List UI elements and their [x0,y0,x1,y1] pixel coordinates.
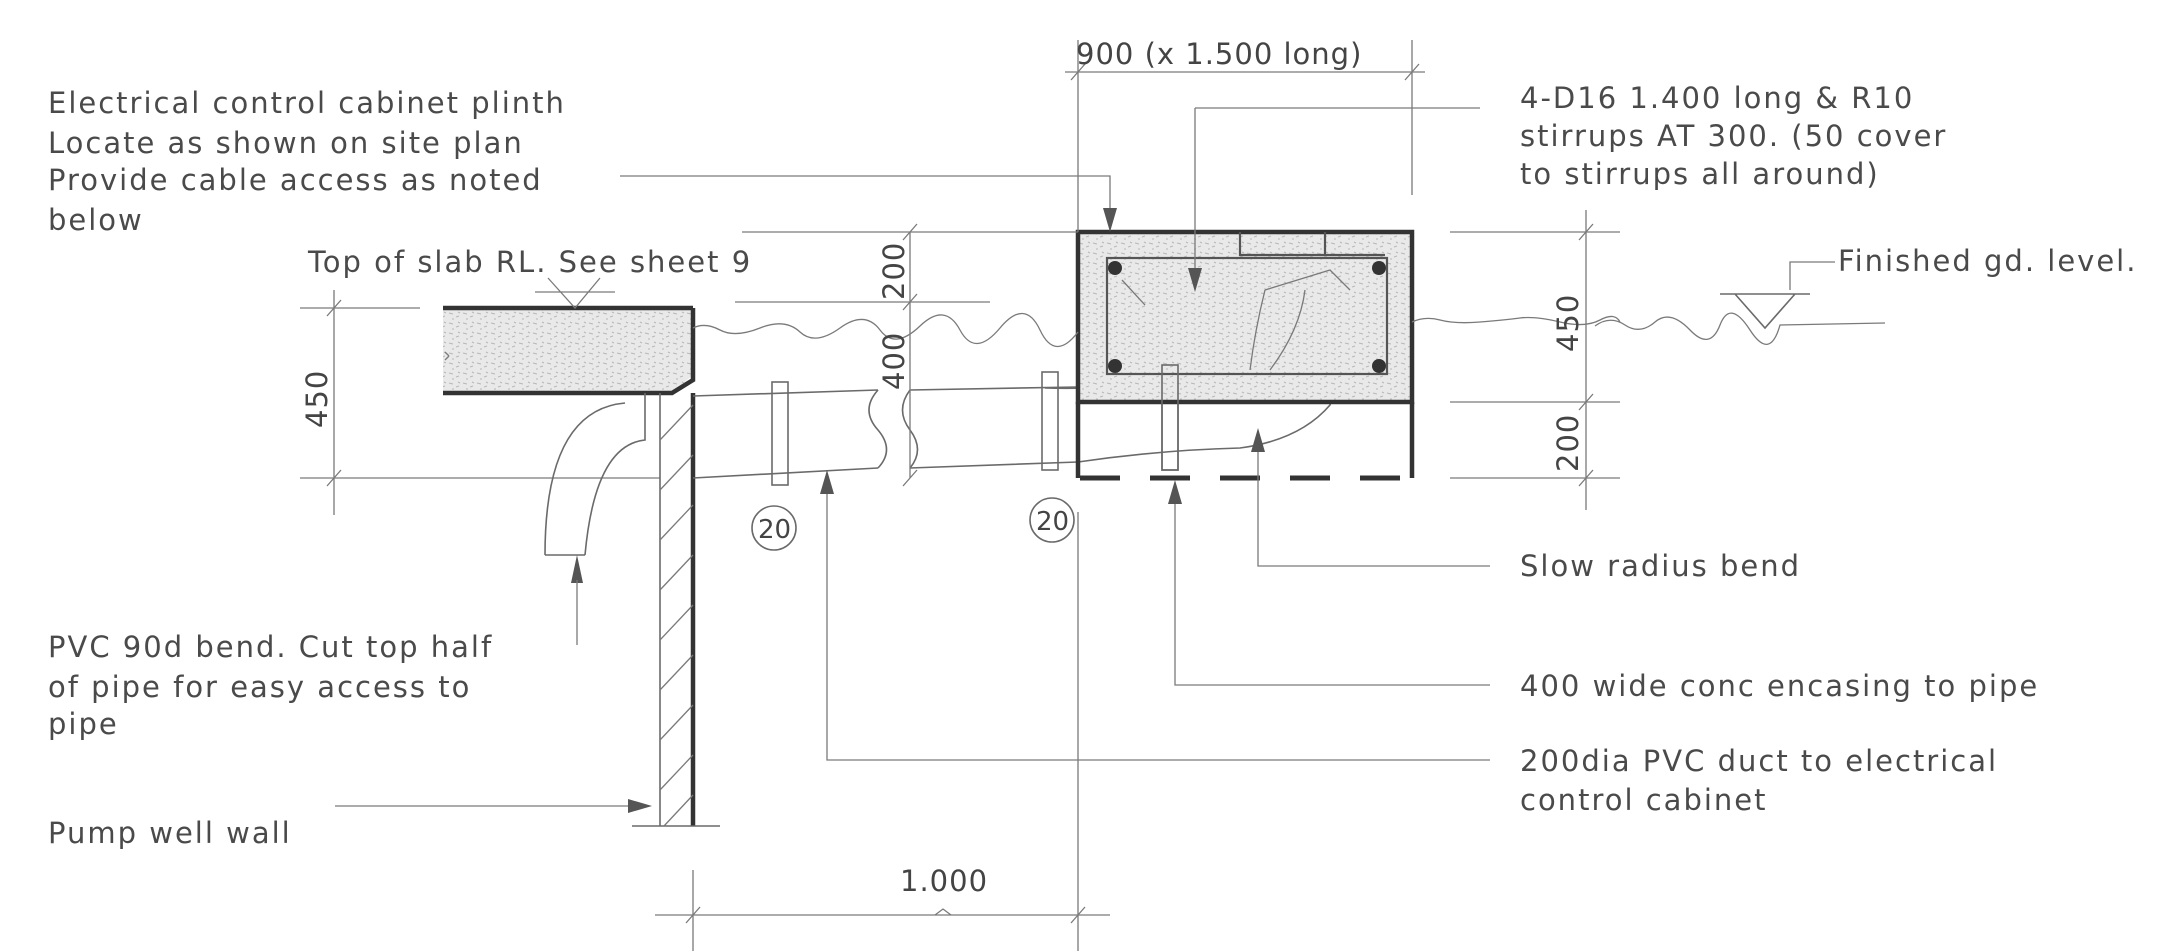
slab-thickness-dimension [300,290,660,515]
conc-encasing-leader [1168,480,1490,686]
conc-encasing-note: 400 wide conc encasing to pipe [1520,669,2039,703]
note-line: control cabinet [1520,783,1768,817]
plinth-top-label: 200 [877,242,911,300]
finished-ground-symbol [1720,261,1835,330]
plinth-height-dimension [1450,210,1620,510]
callout-left: 20 [751,505,797,551]
top-of-slab-note: Top of slab RL. See sheet 9 [307,245,752,279]
callout-right-label: 20 [1036,507,1069,537]
cabinet-plinth [1075,229,1415,481]
callout-right: 20 [1029,497,1075,543]
note-line: pipe [48,707,119,741]
pvc-duct-leader [820,470,1490,761]
slab-thickness-label: 450 [300,370,334,428]
plinth-bottom-label: 200 [1551,414,1585,472]
cabinet-plinth-note: Electrical control cabinet plinth Locate… [48,86,566,237]
note-line: 4-D16 1.400 long & R10 [1520,81,1914,115]
note-line: Electrical control cabinet plinth [48,86,566,120]
note-line: Provide cable access as noted [48,163,543,197]
pvc-bend-note: PVC 90d bend. Cut top half of pipe for e… [48,630,493,741]
callout-left-label: 20 [758,515,791,545]
span-dimension [655,512,1110,951]
finished-ground-note: Finished gd. level. [1838,244,2137,278]
note-line: stirrups AT 300. (50 cover [1520,119,1947,153]
span-label: 1.000 [900,864,988,898]
ground-line [692,312,1886,348]
plinth-leader [620,175,1117,232]
plinth-width-label: 900 (x 1.500 long) [1076,37,1362,71]
top-slab [443,305,696,396]
note-line: PVC 90d bend. Cut top half [48,630,493,664]
plinth-width-dimension [1065,40,1425,232]
slow-radius-bend-leader [1251,428,1490,567]
pvc-duct-note: 200dia PVC duct to electrical control ca… [1520,744,1998,817]
pump-well-wall-note: Pump well wall [48,816,292,850]
pump-well-wall [632,393,720,827]
note-line: 200dia PVC duct to electrical [1520,744,1998,778]
slow-radius-bend-note: Slow radius bend [1520,549,1801,583]
duct-depth-dimension [735,223,1078,487]
duct-depth-label: 400 [877,332,911,390]
plinth-height-label: 450 [1551,294,1585,352]
note-line: of pipe for easy access to [48,670,471,704]
reinforcement-leader [1188,107,1480,292]
note-line: to stirrups all around) [1520,157,1880,191]
pump-well-wall-leader [335,799,652,813]
note-line: Locate as shown on site plan [48,126,524,160]
top-of-slab-marker [535,277,615,309]
pvc-bend [544,393,646,583]
note-line: below [48,203,144,237]
reinforcement-note: 4-D16 1.400 long & R10 stirrups AT 300. … [1520,81,1947,191]
